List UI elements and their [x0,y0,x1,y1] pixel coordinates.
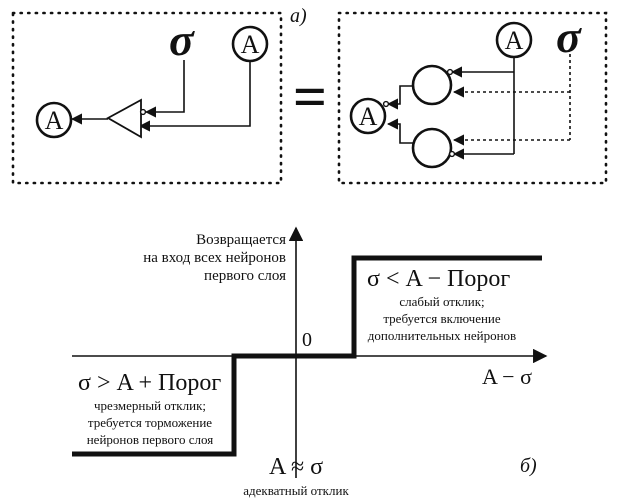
upper-neuron [411,64,453,106]
left-region-note-1: чрезмерный отклик; [94,398,206,413]
right-input-neuron [495,21,533,59]
left-output-neuron [35,101,73,139]
lower-inhibitory-dot [448,150,456,158]
center-region-note: адекватный отклик [243,483,349,498]
right-scheme-frame [337,11,608,185]
left-scheme-frame [11,11,283,185]
lower-neuron [411,127,453,169]
inhibitory-input-dot [139,108,147,116]
right-region-note-3: дополнительных нейронов [368,328,516,343]
left-input-label: A [241,30,260,59]
left-sigma-wire [144,60,185,118]
origin-zero-label: 0 [302,329,312,351]
upper-to-output-wire [386,85,413,110]
left-input-neuron [231,25,269,63]
panel-b: 0 A − σ Возвращается на вход всех нейрон… [72,226,548,498]
y-axis-label-line-1: Возвращается [196,232,286,248]
right-region-note-2: требуется включение [383,311,501,326]
right-output-label: A [359,102,378,131]
left-region-condition: σ > A + Порог [78,370,221,396]
comparator-triangle-icon [106,98,142,139]
lower-to-output-wire [386,118,413,144]
right-sigma-label: σ [556,11,582,62]
left-region-note-3: нейронов первого слоя [87,432,214,447]
right-output-neuron [349,97,387,135]
output-inhibitory-dot [382,100,390,108]
y-axis-label-line-2: на вход всех нейронов [143,250,286,266]
left-region-note-2: требуется торможение [88,415,212,430]
left-output-label: A [45,106,64,135]
panel-a: а) A σ A = [11,5,608,185]
upper-inhibitory-dot [446,68,454,76]
panel-b-label: б) [520,455,537,477]
right-region-note-1: слабый отклик; [399,294,484,309]
equals-sign: = [293,64,327,130]
center-region-condition: A ≈ σ [269,454,323,480]
left-sigma-label: σ [169,14,195,65]
y-axis-label-line-3: первого слоя [204,268,286,284]
left-a-wire [138,62,251,132]
x-axis-label: A − σ [482,364,532,389]
right-input-label: A [505,26,524,55]
step-function-curve [72,255,542,457]
panel-a-label: а) [290,5,307,27]
right-region-condition: σ < A − Порог [367,266,510,292]
